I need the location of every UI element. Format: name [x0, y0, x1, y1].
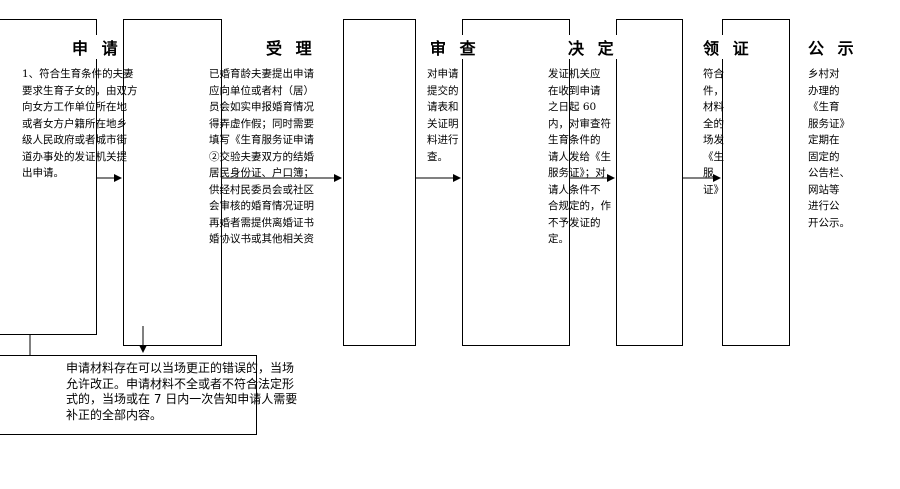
correction-note: 申请材料存在可以当场更正的错误的，当场允许改正。申请材料不全或者不符合法定形式的… [66, 361, 326, 423]
text-line: 材料 [703, 101, 724, 113]
text-line: 级人民政府或者城市街 [22, 134, 127, 146]
text-line: 请人条件不 [548, 183, 601, 196]
text-line: 查。 [427, 150, 448, 163]
box-accept [123, 19, 222, 346]
text-line: 或者女方户籍所在地乡 [22, 117, 127, 130]
text-line: 场发 [703, 134, 724, 146]
text-line: 服务证》；对 [548, 167, 606, 179]
text-line: 发证机关应 [548, 68, 601, 80]
text-line: 固定的 [808, 150, 840, 163]
text-line: 之日起 60 [548, 101, 597, 113]
step-text-apply: 1、符合生育条件的夫妻要求生育子女的，由双方向女方工作单位所在地或者女方户籍所在… [22, 66, 172, 206]
text-line: 要求生育子女的，由双方 [22, 84, 138, 97]
text-line: 得弄虚作假；同时需要 [209, 117, 314, 130]
header-decide: 决 定 [568, 35, 618, 59]
text-line: 出申请。 [22, 167, 64, 179]
text-line: 件， [703, 84, 724, 97]
step-text-receive: 符合件， 材料全的场发《生服证》 [703, 66, 725, 236]
text-line: 提交的 [427, 84, 459, 97]
box-receive-right [722, 19, 790, 346]
text-line: 供经村民委员会或社区 [209, 183, 314, 196]
text-line: 不予发证的 [548, 216, 601, 229]
header-accept: 受 理 [266, 35, 316, 59]
text-line: 申请材料存在可以当场更正的错误的，当场 [66, 361, 295, 375]
text-line: 服务证》 [808, 117, 850, 130]
text-line: 向女方工作单位所在地 [22, 101, 127, 113]
text-line: 料进行 [427, 134, 459, 146]
text-line: 定期在 [808, 134, 840, 146]
text-line: 允许改正。申请材料不全或者不符合法定形 [66, 376, 295, 391]
text-line: 内，对审查符 [548, 117, 611, 130]
text-line: 符合 [703, 68, 724, 80]
step-text-accept: 已婚育龄夫妻提出申请应向单位或者村（居） 员会如实申报婚育情况得弄虚作假；同时需要… [209, 66, 341, 286]
text-line: 填写《生育服务证申请 [209, 134, 314, 146]
text-line: 员会如实申报婚育情况 [209, 101, 314, 113]
header-review: 审 查 [430, 35, 480, 59]
text-line: 乡村对 [808, 68, 840, 80]
text-line: 进行公 [808, 200, 840, 212]
step-text-review: 对申请提交的请表和关证明料进行查。 [427, 66, 467, 186]
text-line: 全的 [703, 117, 724, 130]
text-line: 公告栏、 [808, 167, 850, 179]
text-line: 网站等 [808, 183, 840, 196]
step-text-publicize: 乡村对办理的《生育服务证》定期在固定的公告栏、网站等进行公开公示。 [808, 66, 868, 266]
text-line: 对申请 [427, 68, 459, 80]
text-line: 办理的 [808, 84, 840, 97]
text-line: 会审核的婚育情况证明 [209, 200, 314, 212]
text-line: 定。 [548, 233, 569, 245]
text-line: 证》 [703, 183, 724, 196]
header-receive: 领 证 [703, 35, 753, 59]
text-line: 《生 [703, 150, 724, 163]
box-receive-left [616, 19, 683, 346]
text-line: 生育条件的 [548, 134, 601, 146]
text-line: 已婚育龄夫妻提出申请 [209, 68, 314, 80]
text-line: 合规定的，作 [548, 200, 611, 212]
text-line: 婚协议书或其他相关资 [209, 233, 314, 245]
text-line: ②交验夫妻双方的结婚 [209, 150, 314, 163]
text-line: 开公示。 [808, 216, 850, 229]
text-line: 应向单位或者村（居） [209, 84, 314, 97]
text-line: 1、符合生育条件的夫妻 [22, 68, 134, 80]
step-text-decide: 发证机关应在收到申请之日起 60 内，对审查符生育条件的请人发给《生服务证》；对请… [548, 66, 616, 286]
box-review [343, 19, 416, 346]
text-line: 再婚者需提供离婚证书 [209, 216, 314, 229]
box-decide [462, 19, 570, 346]
text-line: 《生育 [808, 101, 840, 113]
text-line: 道办事处的发证机关提 [22, 150, 127, 163]
note-box [0, 355, 257, 435]
header-publicize: 公 示 [808, 35, 858, 59]
box-apply [0, 19, 97, 335]
text-line: 服 [703, 167, 714, 179]
text-line: 补正的全部内容。 [66, 407, 163, 422]
text-line: 式的，当场或在 7 日内一次告知申请人需要 [66, 392, 298, 406]
header-apply: 申 请 [72, 35, 122, 59]
text-line: 居民身份证、户口簿； [209, 167, 314, 179]
text-line: 请人发给《生 [548, 150, 611, 163]
text-line: 请表和 [427, 101, 459, 113]
text-line: 在收到申请 [548, 84, 601, 97]
text-line: 关证明 [427, 117, 459, 130]
